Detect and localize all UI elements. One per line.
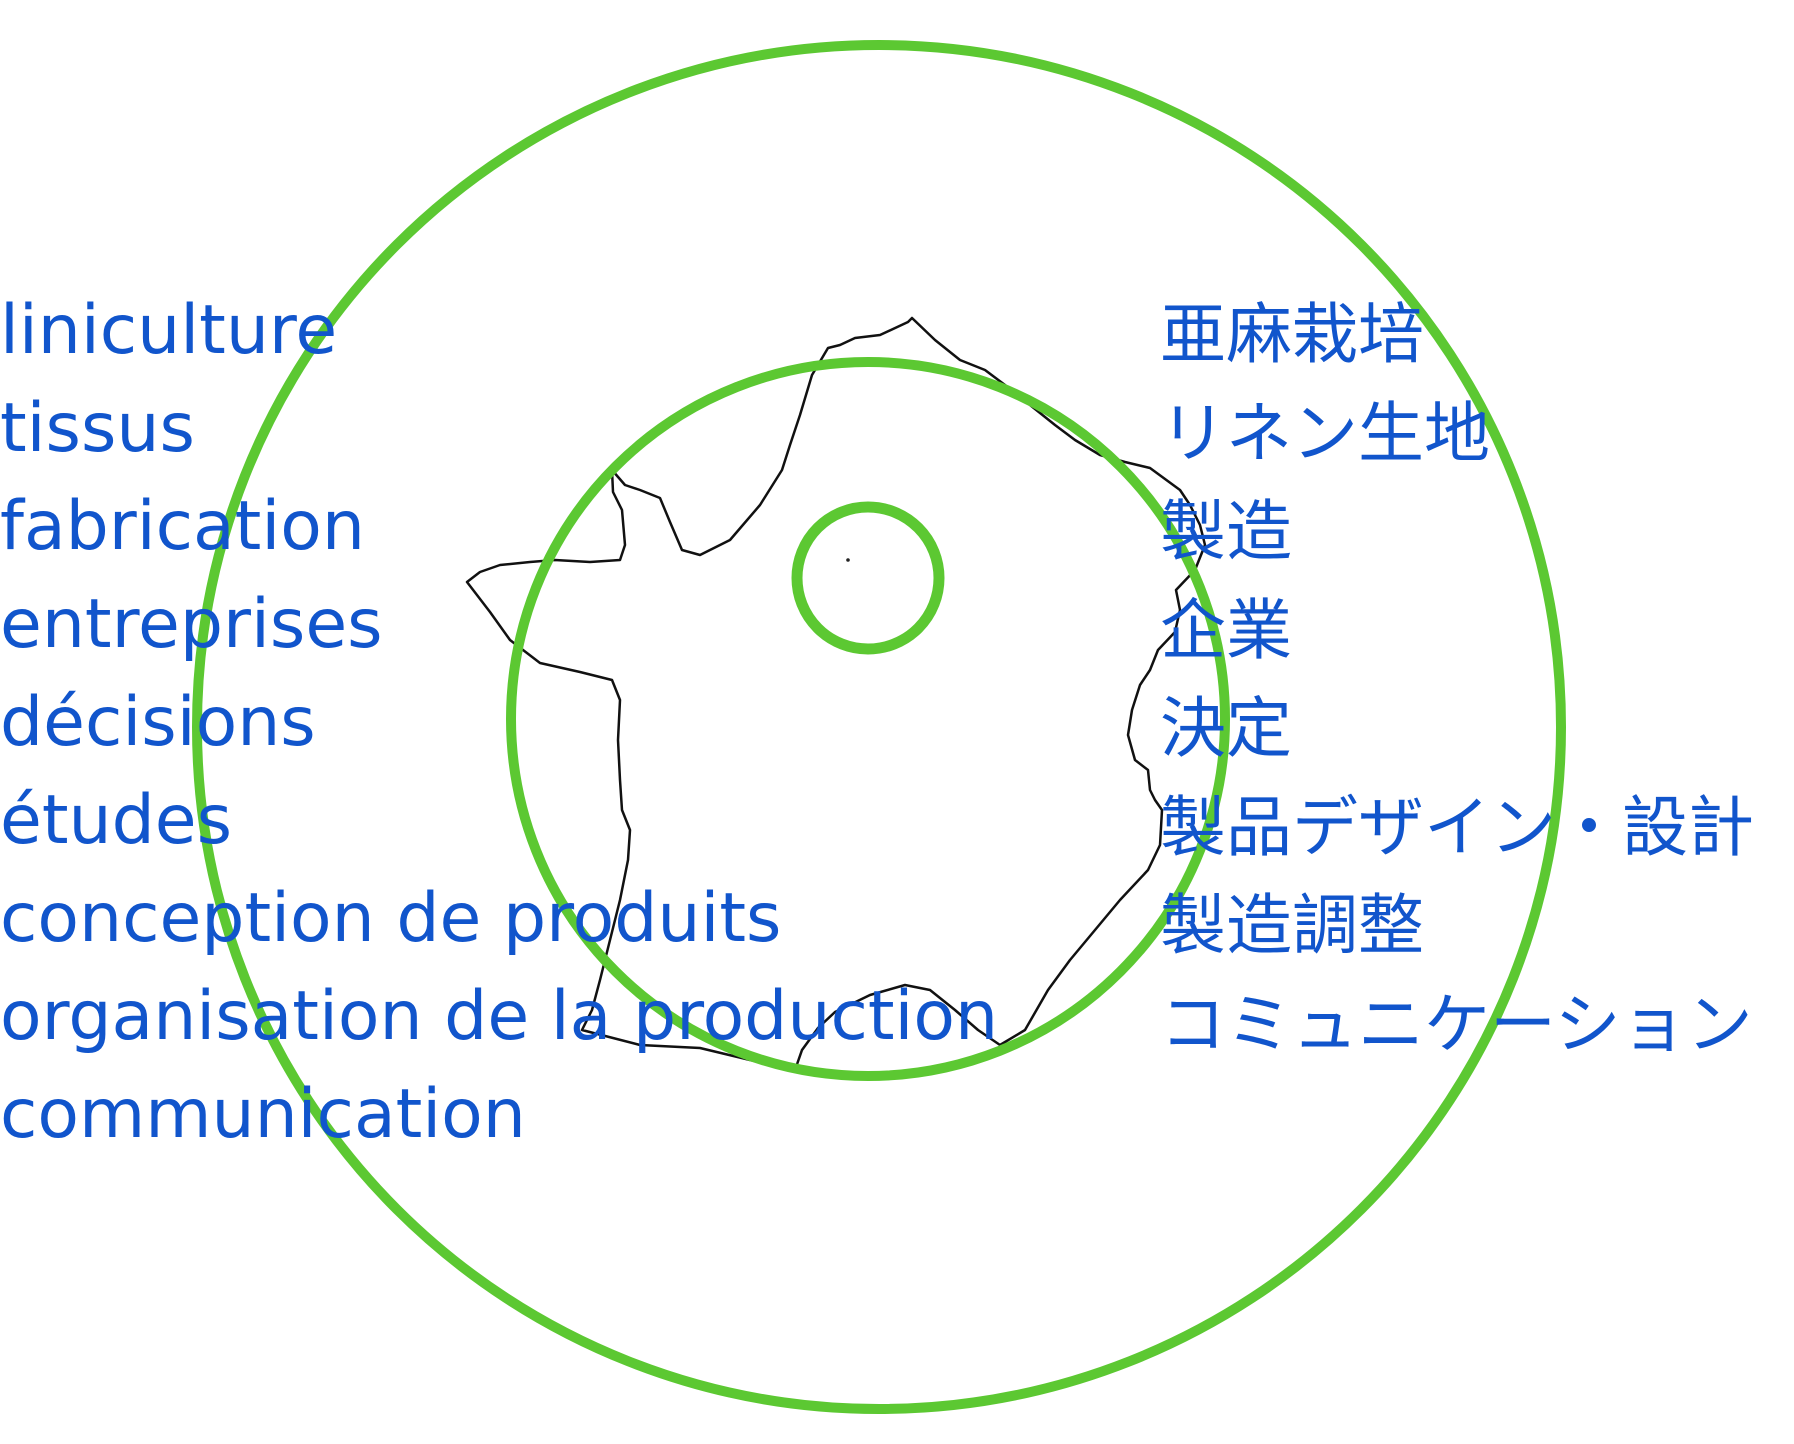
french-term: fabrication [0, 487, 365, 566]
inner-ring-icon [791, 501, 945, 655]
french-term-list: liniculture tissus fabrication entrepris… [0, 282, 998, 1164]
japanese-term-list: 亜麻栽培 リネン生地 製造 企業 決定 製品デザイン・設計 製造調整 コミュニケ… [1160, 286, 1754, 1074]
center-dot-icon [846, 558, 850, 562]
french-term: communication [0, 1075, 526, 1154]
french-term: organisation de la production [0, 977, 999, 1056]
french-term: conception de produits [0, 879, 782, 958]
japanese-term: 製品デザイン・設計 [1160, 788, 1754, 866]
french-term: liniculture [0, 291, 338, 370]
outer-ring-icon [192, 40, 1566, 1414]
japanese-term: リネン生地 [1160, 394, 1490, 472]
french-term: entreprises [0, 585, 383, 664]
french-term: études [0, 781, 233, 860]
japanese-term: 決定 [1160, 690, 1292, 767]
japanese-term: 企業 [1160, 591, 1292, 669]
french-term: tissus [0, 389, 195, 468]
japanese-term: 製造調整 [1160, 887, 1424, 964]
japanese-term: 亜麻栽培 [1160, 296, 1424, 373]
middle-ring-icon [506, 357, 1230, 1081]
french-term: décisions [0, 683, 316, 762]
japanese-term: 製造 [1160, 493, 1292, 570]
japanese-term: コミュニケーション [1160, 985, 1753, 1063]
